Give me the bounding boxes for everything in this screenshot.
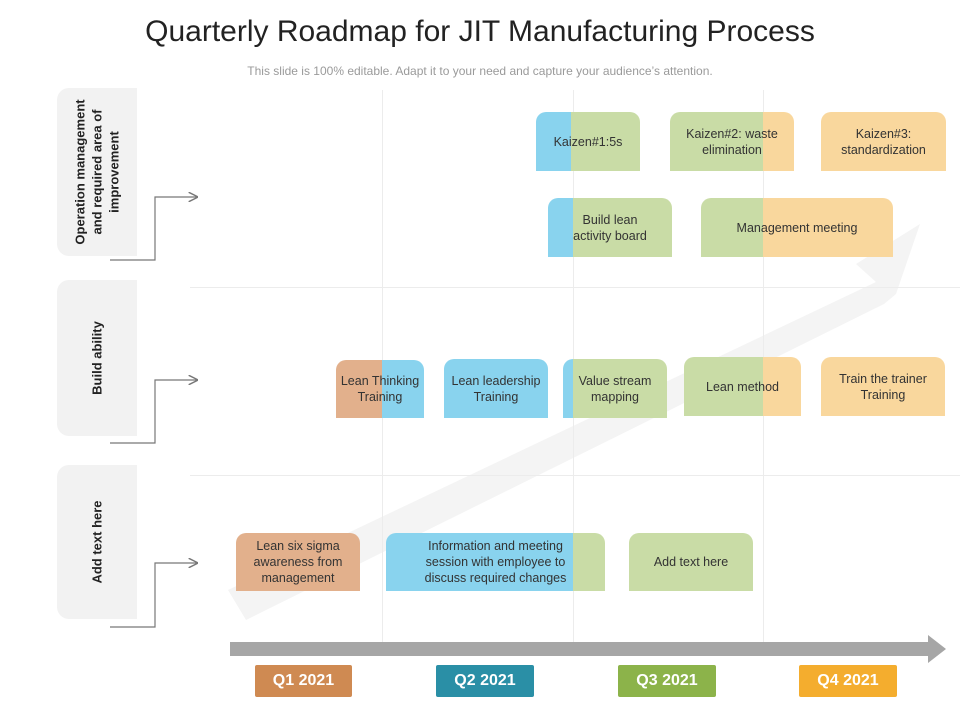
- connector-arrow: [110, 197, 197, 261]
- card-value-stream-mapping: Value stream mapping: [563, 359, 667, 418]
- connector-arrow: [110, 380, 197, 444]
- card-build-lean-activity-board: Build lean activity board: [548, 198, 672, 257]
- row-label-build-ability: Build ability: [57, 280, 137, 436]
- card-lean-leadership-training: Lean leadership Training: [444, 359, 548, 418]
- connector-arrow: [110, 563, 197, 628]
- card-management-meeting: Management meeting: [701, 198, 893, 257]
- card-lean-six-sigma: Lean six sigma awareness from management: [236, 533, 360, 591]
- card-add-text-here: Add text here: [629, 533, 753, 591]
- quarter-q2: Q2 2021: [436, 665, 534, 697]
- card-kaizen-2: Kaizen#2: waste elimination: [670, 112, 794, 171]
- quarter-q4: Q4 2021: [799, 665, 897, 697]
- row-label-add-text: Add text here: [57, 465, 137, 619]
- card-lean-method: Lean method: [684, 357, 801, 416]
- card-lean-thinking-training: Lean Thinking Training: [336, 360, 424, 418]
- page-subtitle: This slide is 100% editable. Adapt it to…: [247, 64, 713, 78]
- card-information-meeting-session: Information and meeting session with emp…: [386, 533, 605, 591]
- card-kaizen-3: Kaizen#3: standardization: [821, 112, 946, 171]
- grid-line: [190, 475, 960, 476]
- grid-line: [190, 287, 960, 288]
- quarter-q3: Q3 2021: [618, 665, 716, 697]
- quarter-q1: Q1 2021: [255, 665, 352, 697]
- card-kaizen-1: Kaizen#1:5s: [536, 112, 640, 171]
- row-label-operation-management: Operation management and required area o…: [57, 88, 137, 256]
- card-train-the-trainer: Train the trainer Training: [821, 357, 945, 416]
- page-title: Quarterly Roadmap for JIT Manufacturing …: [145, 15, 815, 48]
